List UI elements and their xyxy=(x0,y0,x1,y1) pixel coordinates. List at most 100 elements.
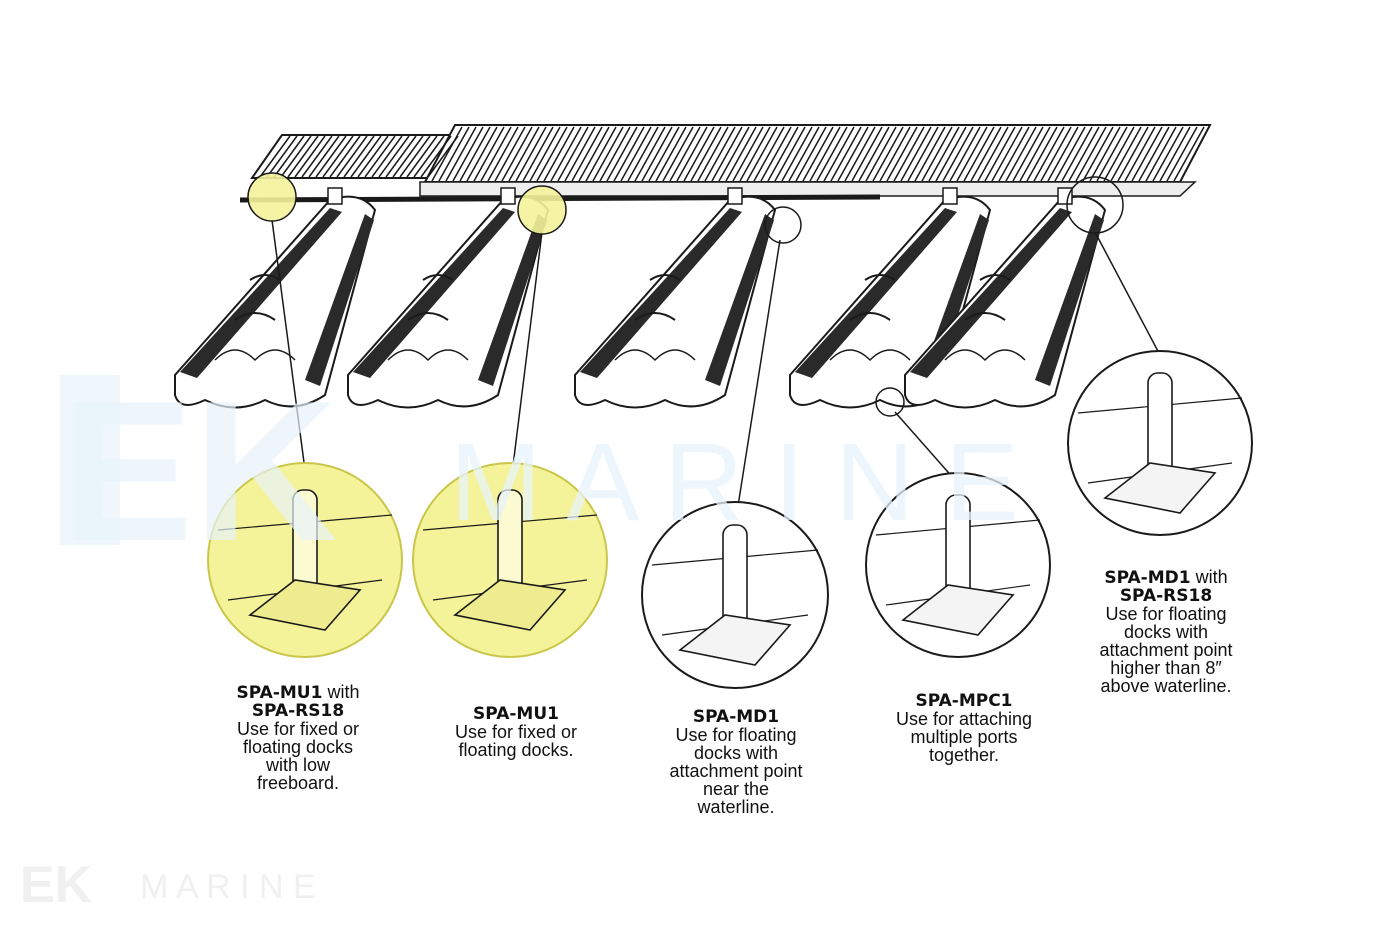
port-cleat xyxy=(1057,187,1073,205)
callout-5-desc-4: higher than 8″ xyxy=(1110,658,1222,678)
plank-line xyxy=(420,135,452,178)
plank-line xyxy=(301,135,333,178)
plank-line xyxy=(977,126,1009,182)
plank-line xyxy=(802,126,834,182)
plank-line xyxy=(259,135,291,178)
callout-5-desc-3: attachment point xyxy=(1099,640,1233,660)
port-bunk-left xyxy=(910,208,1072,378)
ports-row xyxy=(174,187,1107,409)
plank-line xyxy=(613,126,645,182)
plank-line xyxy=(1047,126,1079,182)
plank-line xyxy=(438,126,470,182)
plank-line xyxy=(767,126,799,182)
plank-line xyxy=(536,126,568,182)
callout-4-desc-3: together. xyxy=(928,745,1000,765)
plank-line xyxy=(697,126,729,182)
callout-5-code: SPA-MD1 xyxy=(1104,568,1191,588)
plank-line xyxy=(343,135,375,178)
port-bunk-right xyxy=(478,214,547,386)
plank-line xyxy=(1075,126,1107,182)
plank-line xyxy=(280,135,312,178)
plank-line xyxy=(627,126,659,182)
plank-line xyxy=(571,126,603,182)
plank-line xyxy=(1033,126,1065,182)
plank-line xyxy=(837,126,869,182)
callout-4: SPA-MPC1 Use for attaching multiple port… xyxy=(854,692,1074,764)
plank-line xyxy=(1145,126,1177,182)
plank-line xyxy=(287,135,319,178)
plank-line xyxy=(732,126,764,182)
plank-line xyxy=(893,126,925,182)
detail-spa-mu1-rs18 xyxy=(207,462,403,658)
port-bunk-right xyxy=(705,214,774,386)
plank-line xyxy=(872,126,904,182)
port-bunk-right xyxy=(305,214,374,386)
mount-point-marker xyxy=(875,387,905,417)
callout-5-code2: SPA-RS18 xyxy=(1119,586,1213,606)
callout-5: SPA-MD1 with SPA-RS18 Use for floating d… xyxy=(1056,568,1276,695)
plank-line xyxy=(1124,126,1156,182)
callout-1-code: SPA-MU1 xyxy=(236,683,323,703)
plank-line xyxy=(1103,126,1135,182)
plank-line xyxy=(599,126,631,182)
mount-point-marker xyxy=(517,185,567,235)
plank-line xyxy=(508,126,540,182)
callout-2-desc-1: Use for fixed or xyxy=(454,722,578,742)
jet-ski-port xyxy=(347,187,550,409)
port-bunk-right xyxy=(1035,214,1104,386)
leader-line xyxy=(1094,231,1161,356)
callout-5-desc-1: Use for floating xyxy=(1105,604,1227,624)
plank-line xyxy=(907,126,939,182)
port-center-mark xyxy=(634,274,681,321)
port-floats xyxy=(944,349,1026,362)
plank-line xyxy=(998,126,1030,182)
plank-line xyxy=(823,126,855,182)
plank-line xyxy=(669,126,701,182)
port-floats xyxy=(214,349,296,362)
plank-line xyxy=(991,126,1023,182)
port-center-mark xyxy=(849,274,896,321)
plank-line xyxy=(543,126,575,182)
plank-line xyxy=(1089,126,1121,182)
plank-line xyxy=(1012,126,1044,182)
plank-line xyxy=(1096,126,1128,182)
detail-circles xyxy=(207,172,1253,689)
port-bunk-left xyxy=(180,208,342,378)
plank-line xyxy=(851,126,883,182)
plank-line xyxy=(921,126,953,182)
plank-line xyxy=(641,126,673,182)
plank-line xyxy=(494,126,526,182)
plank-line xyxy=(294,135,326,178)
port-floats xyxy=(387,349,469,362)
plank-line xyxy=(315,135,347,178)
plank-line xyxy=(399,135,431,178)
plank-line xyxy=(886,126,918,182)
plank-line xyxy=(459,126,491,182)
callout-1-desc-1: Use for fixed or xyxy=(236,719,360,739)
plank-line xyxy=(501,126,533,182)
plank-line xyxy=(809,126,841,182)
port-center-mark xyxy=(407,274,454,321)
port-bunk-left xyxy=(580,208,742,378)
plank-line xyxy=(431,126,463,182)
plank-line xyxy=(466,126,498,182)
leader-line xyxy=(734,239,781,526)
plank-line xyxy=(480,126,512,182)
detail-base-plate xyxy=(1103,462,1217,514)
leader-line xyxy=(509,231,543,491)
plank-line xyxy=(350,135,382,178)
plank-line xyxy=(879,126,911,182)
detail-spa-md1-rs18 xyxy=(1067,350,1253,536)
plank-line xyxy=(662,126,694,182)
plank-line xyxy=(634,126,666,182)
plank-line xyxy=(984,126,1016,182)
plank-line xyxy=(1019,126,1051,182)
callout-3-desc-3: attachment point xyxy=(669,761,803,781)
plank-line xyxy=(1040,126,1072,182)
plank-line xyxy=(1061,126,1093,182)
plank-line xyxy=(788,126,820,182)
plank-line xyxy=(308,135,340,178)
plank-line xyxy=(774,126,806,182)
plank-line xyxy=(900,126,932,182)
plank-line xyxy=(1082,126,1114,182)
